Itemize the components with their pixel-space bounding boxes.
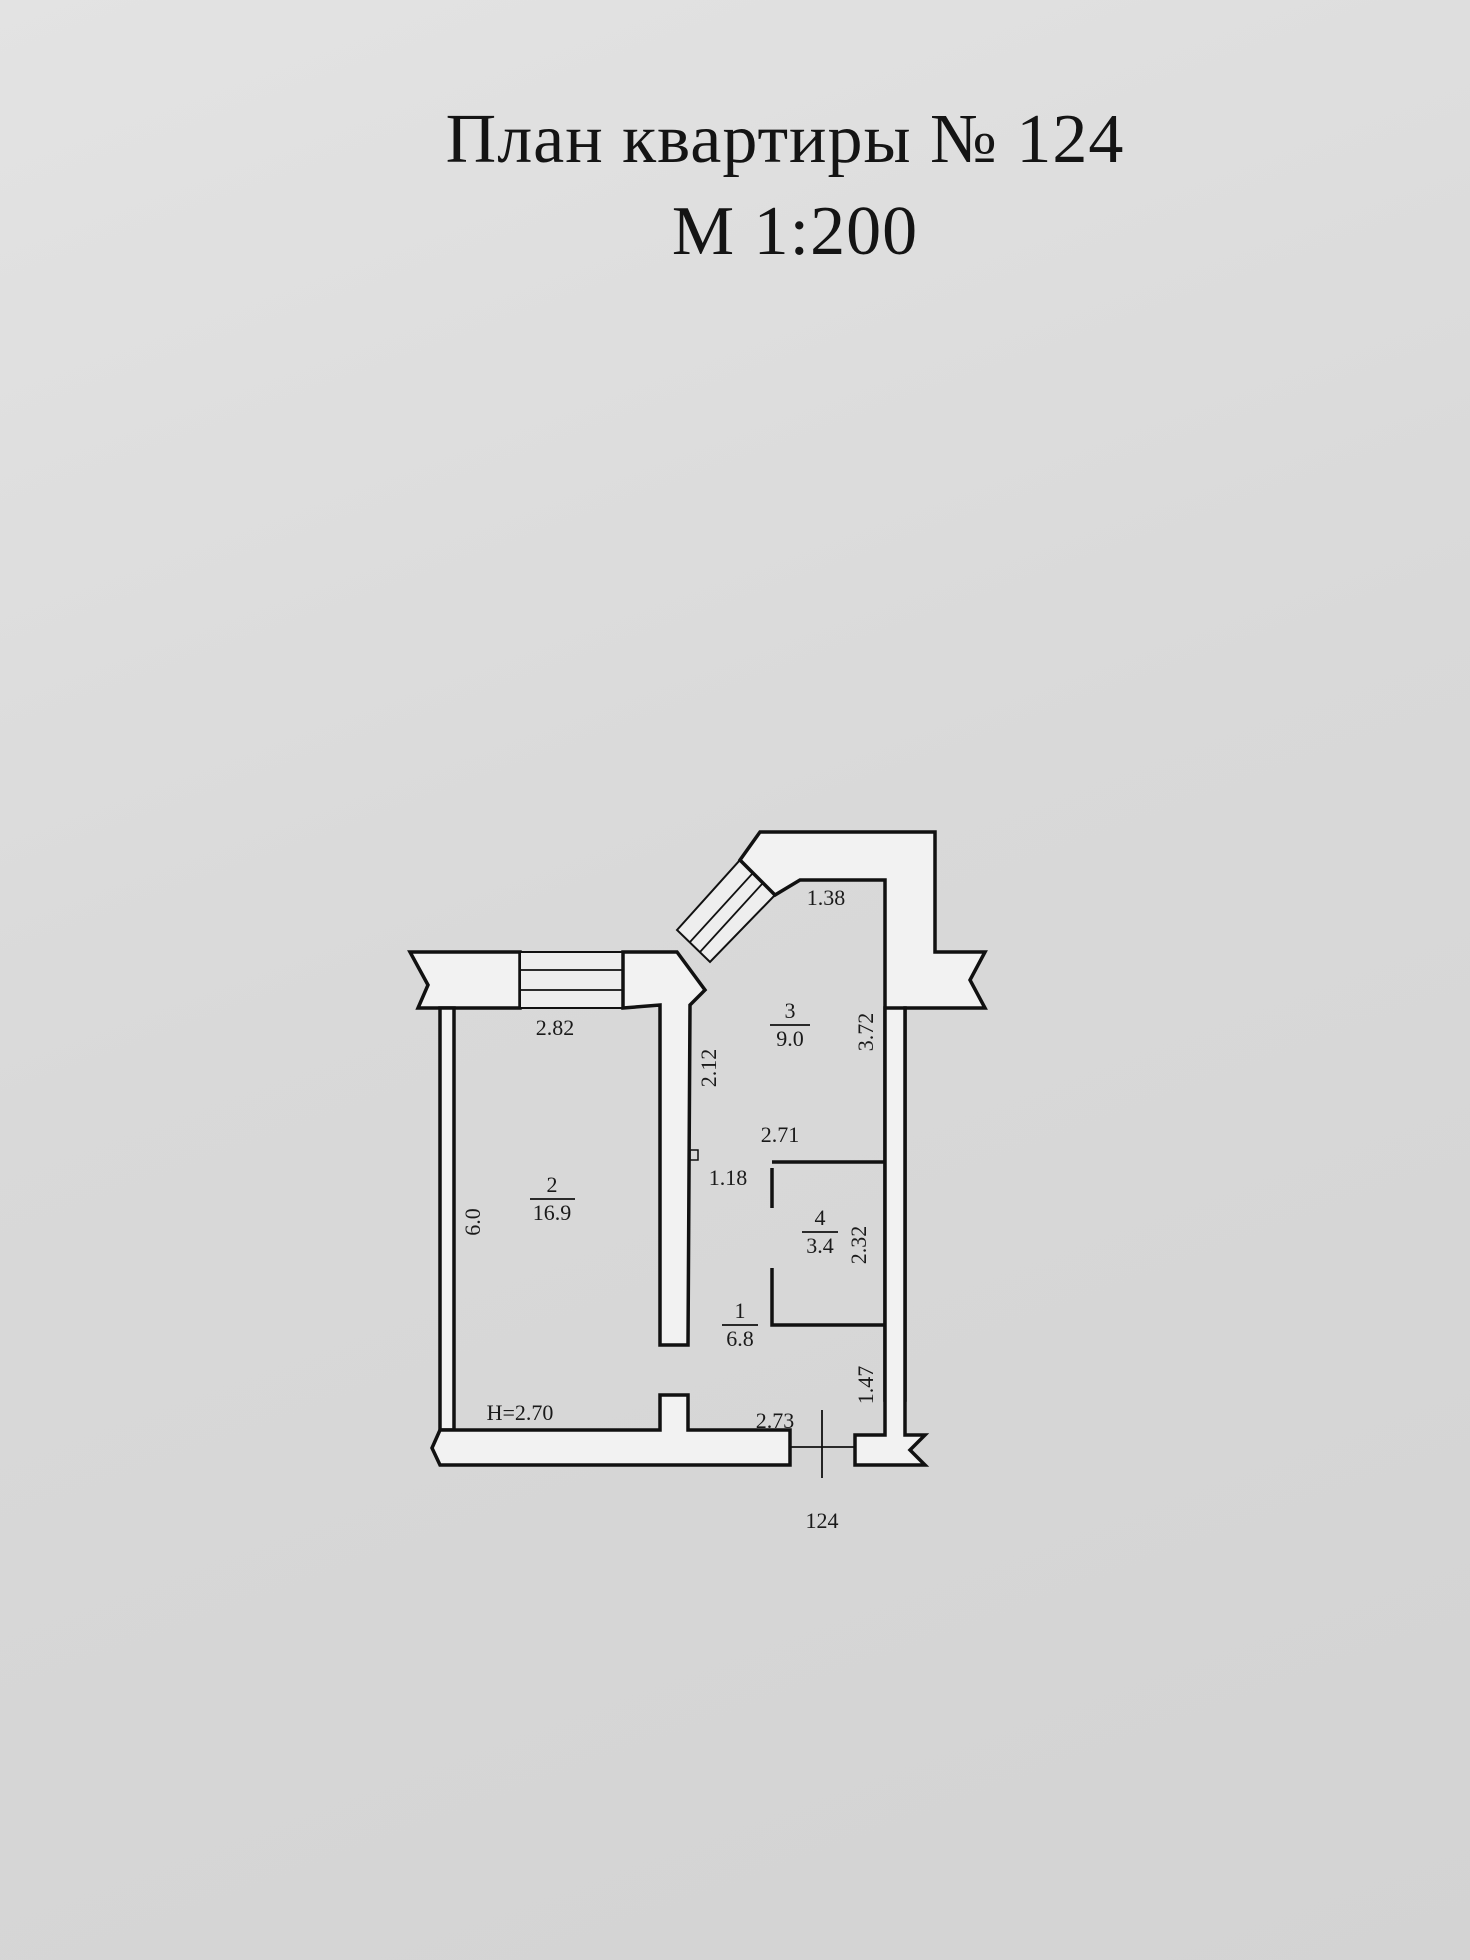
svg-text:16.9: 16.9 — [533, 1200, 572, 1225]
svg-text:2: 2 — [547, 1172, 558, 1197]
dimension-3-72: 3.72 — [853, 1013, 878, 1052]
room-4-label: 4 3.4 — [802, 1205, 838, 1258]
dimension-2-12: 2.12 — [696, 1049, 721, 1088]
dimension-6-0: 6.0 — [460, 1208, 485, 1236]
wall-left-vertical — [438, 1006, 456, 1432]
door-notch — [689, 1149, 699, 1161]
dimension-2-71: 2.71 — [761, 1122, 800, 1147]
plan-scale: М 1:200 — [671, 193, 919, 270]
wall-bathroom-top — [770, 1160, 885, 1208]
room-1-label: 1 6.8 — [722, 1298, 758, 1351]
dimension-1-18: 1.18 — [709, 1165, 748, 1190]
svg-text:6.8: 6.8 — [726, 1326, 754, 1351]
svg-text:3.4: 3.4 — [806, 1233, 834, 1258]
dimension-2-73: 2.73 — [756, 1408, 795, 1433]
svg-text:9.0: 9.0 — [776, 1026, 804, 1051]
window-room-2 — [519, 951, 624, 1009]
dimension-2-32: 2.32 — [846, 1226, 871, 1265]
wall-right-lower — [853, 1006, 930, 1467]
dimension-2-82: 2.82 — [536, 1015, 575, 1040]
wall-bathroom-bottom — [770, 1268, 885, 1327]
svg-text:1: 1 — [735, 1298, 746, 1323]
wall-top-right — [737, 830, 988, 1402]
wall-partition-center — [621, 950, 708, 1347]
dimension-1-38: 1.38 — [807, 885, 846, 910]
ceiling-height-label: Н=2.70 — [487, 1400, 554, 1425]
wall-bottom-left — [430, 1393, 792, 1467]
plan-title: План квартиры № 124 — [445, 101, 1125, 178]
svg-text:3: 3 — [785, 998, 796, 1023]
svg-text:4: 4 — [815, 1205, 826, 1230]
room-3-label: 3 9.0 — [770, 998, 810, 1051]
apartment-number-marker: 124 — [806, 1508, 839, 1533]
wall-left-top — [407, 950, 522, 1010]
room-2-label: 2 16.9 — [530, 1172, 575, 1225]
dimension-1-47: 1.47 — [853, 1366, 878, 1405]
